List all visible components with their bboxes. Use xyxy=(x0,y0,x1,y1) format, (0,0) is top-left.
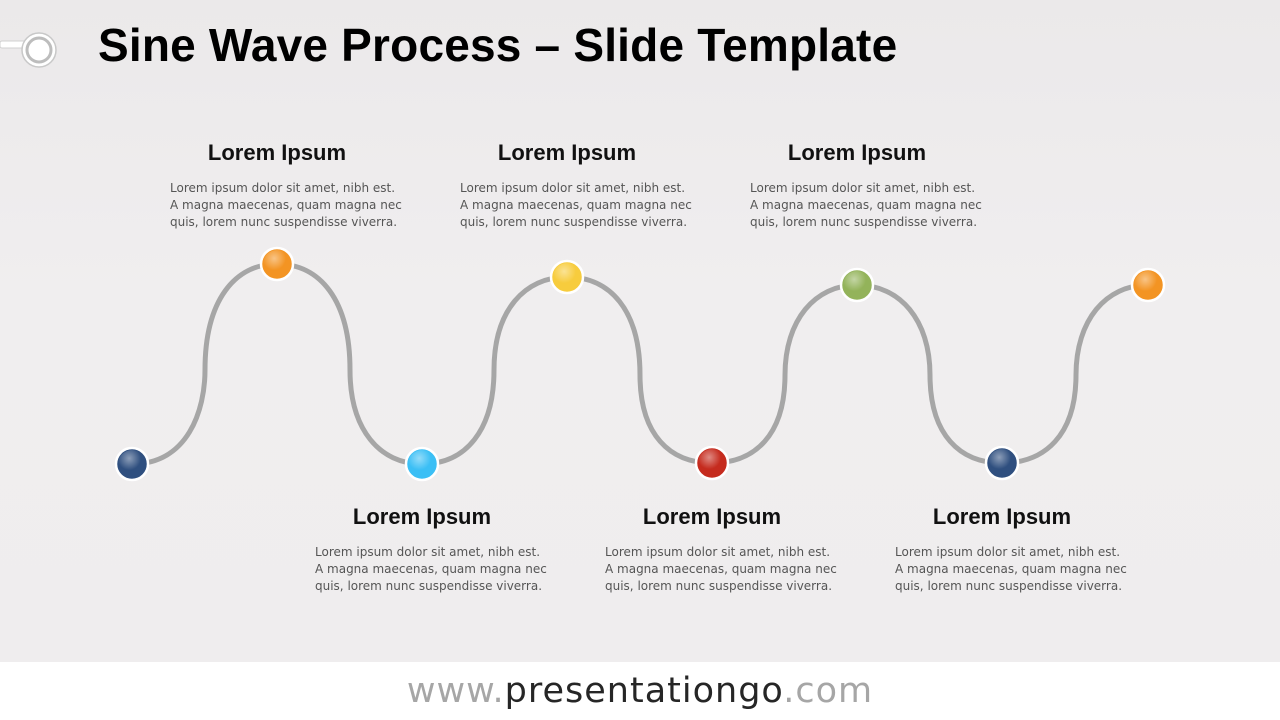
slide-title: Sine Wave Process – Slide Template xyxy=(98,19,898,71)
step-1-line: quis, lorem nunc suspendisse viverra. xyxy=(170,215,398,229)
step-4-line: quis, lorem nunc suspendisse viverra. xyxy=(605,579,833,593)
step-3-heading: Lorem Ipsum xyxy=(497,140,637,165)
step-2-description: Lorem ipsum dolor sit amet, nibh est. A … xyxy=(307,544,547,595)
step-4-heading: Lorem Ipsum xyxy=(642,504,782,529)
slide-canvas: Sine Wave Process – Slide Template Lorem… xyxy=(0,0,1280,662)
step-5-text: Lorem Ipsum Lorem ipsum dolor sit amet, … xyxy=(742,140,982,231)
step-4-description: Lorem ipsum dolor sit amet, nibh est. A … xyxy=(597,544,837,595)
step-2-line: A magna maecenas, quam magna nec xyxy=(315,562,547,576)
step-1-text: Lorem Ipsum Lorem ipsum dolor sit amet, … xyxy=(162,140,402,231)
step-1-description: Lorem ipsum dolor sit amet, nibh est. A … xyxy=(162,180,402,231)
wave-node-8 xyxy=(1130,267,1166,303)
step-4-text: Lorem Ipsum Lorem ipsum dolor sit amet, … xyxy=(597,504,837,595)
wave-node-4 xyxy=(549,259,585,295)
step-3-line: Lorem ipsum dolor sit amet, nibh est. xyxy=(460,181,686,195)
step-6-line: A magna maecenas, quam magna nec xyxy=(895,562,1127,576)
footer-prefix: www. xyxy=(406,671,505,711)
wave-node-7 xyxy=(984,445,1020,481)
step-6-description: Lorem ipsum dolor sit amet, nibh est. A … xyxy=(887,544,1127,595)
step-3-line: quis, lorem nunc suspendisse viverra. xyxy=(460,215,688,229)
sine-wave-diagram xyxy=(114,246,1166,482)
step-2-line: Lorem ipsum dolor sit amet, nibh est. xyxy=(315,545,541,559)
step-4-line: A magna maecenas, quam magna nec xyxy=(605,562,837,576)
step-5-description: Lorem ipsum dolor sit amet, nibh est. A … xyxy=(742,180,982,231)
step-5-line: quis, lorem nunc suspendisse viverra. xyxy=(750,215,978,229)
step-6-line: quis, lorem nunc suspendisse viverra. xyxy=(895,579,1123,593)
step-4-line: Lorem ipsum dolor sit amet, nibh est. xyxy=(605,545,831,559)
wave-node-3 xyxy=(404,446,440,482)
wave-line xyxy=(129,261,1151,467)
step-1-line: A magna maecenas, quam magna nec xyxy=(170,198,402,212)
step-6-line: Lorem ipsum dolor sit amet, nibh est. xyxy=(895,545,1121,559)
footer-brand: presentationgo xyxy=(504,671,784,711)
wave-node-2 xyxy=(259,246,295,282)
step-2-heading: Lorem Ipsum xyxy=(352,504,492,529)
pin-icon xyxy=(0,32,57,68)
step-6-heading: Lorem Ipsum xyxy=(932,504,1072,529)
step-1-line: Lorem ipsum dolor sit amet, nibh est. xyxy=(170,181,396,195)
step-3-line: A magna maecenas, quam magna nec xyxy=(460,198,692,212)
footer-suffix: .com xyxy=(783,671,874,711)
footer-website[interactable]: www.presentationgo.com xyxy=(0,662,1280,720)
step-3-description: Lorem ipsum dolor sit amet, nibh est. A … xyxy=(452,180,692,231)
step-5-line: A magna maecenas, quam magna nec xyxy=(750,198,982,212)
wave-node-5 xyxy=(694,445,730,481)
step-2-line: quis, lorem nunc suspendisse viverra. xyxy=(315,579,543,593)
step-5-line: Lorem ipsum dolor sit amet, nibh est. xyxy=(750,181,976,195)
step-1-heading: Lorem Ipsum xyxy=(207,140,347,165)
step-3-text: Lorem Ipsum Lorem ipsum dolor sit amet, … xyxy=(452,140,692,231)
step-6-text: Lorem Ipsum Lorem ipsum dolor sit amet, … xyxy=(887,504,1127,595)
step-2-text: Lorem Ipsum Lorem ipsum dolor sit amet, … xyxy=(307,504,547,595)
wave-node-6 xyxy=(839,267,875,303)
wave-node-1 xyxy=(114,446,150,482)
step-5-heading: Lorem Ipsum xyxy=(787,140,927,165)
